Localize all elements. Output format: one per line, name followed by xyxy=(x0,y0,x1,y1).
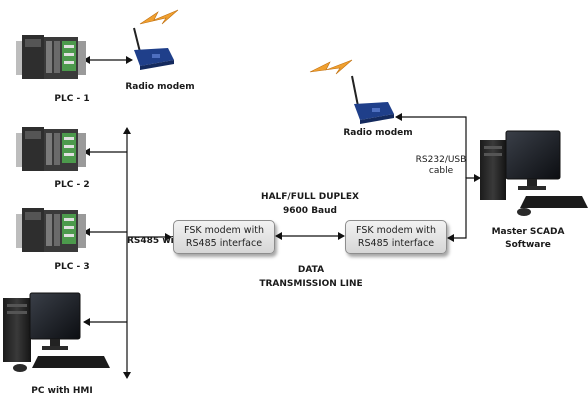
lightning-icon-right xyxy=(309,59,353,75)
data-line-label-line1: DATA xyxy=(297,265,325,275)
radio-modem-left xyxy=(133,9,179,70)
fsk-scada-link xyxy=(447,174,481,242)
fsk-modem-right: FSK modem with RS485 interface xyxy=(345,220,447,254)
plc1-label: PLC - 1 xyxy=(54,94,90,104)
plc-1-unit xyxy=(16,35,86,79)
scada-label-line1: Master SCADA xyxy=(491,227,565,237)
fsk-modem-left: FSK modem with RS485 interface xyxy=(173,220,275,254)
rs232-label-line1: RS232/USB xyxy=(415,155,467,165)
duplex-label-line1: HALF/FULL DUPLEX xyxy=(261,192,359,202)
fsk-modem-right-line2: RS485 interface xyxy=(357,238,435,249)
duplex-label-line2: 9600 Baud xyxy=(283,206,337,216)
plc3-label: PLC - 3 xyxy=(54,262,90,272)
data-line-label-line2: TRANSMISSION LINE xyxy=(259,279,363,289)
pc-hmi-label: PC with HMI xyxy=(31,386,93,396)
radio-modem-right-label: Radio modem xyxy=(343,128,413,138)
lightning-icon xyxy=(139,9,179,25)
scada-label-line2: Software xyxy=(505,240,551,250)
radio-scada-link xyxy=(395,113,467,178)
pc-hmi-computer xyxy=(3,292,110,372)
fsk-modem-left-line2: RS485 interface xyxy=(185,238,263,249)
connection-lines xyxy=(83,56,481,379)
fsk-modem-right-line1: FSK modem with xyxy=(356,225,436,236)
plc2-label: PLC - 2 xyxy=(54,180,90,190)
rs232-label-line2: cable xyxy=(428,166,454,176)
rs485-wire-label: RS485 wire xyxy=(127,236,185,246)
radio-modem-left-label: Radio modem xyxy=(125,82,195,92)
plc-3-unit xyxy=(16,208,86,252)
plc-2-unit xyxy=(16,127,86,171)
fsk-modem-left-line1: FSK modem with xyxy=(184,225,264,236)
radio-modem-right xyxy=(309,59,394,124)
scada-computer xyxy=(480,130,588,216)
